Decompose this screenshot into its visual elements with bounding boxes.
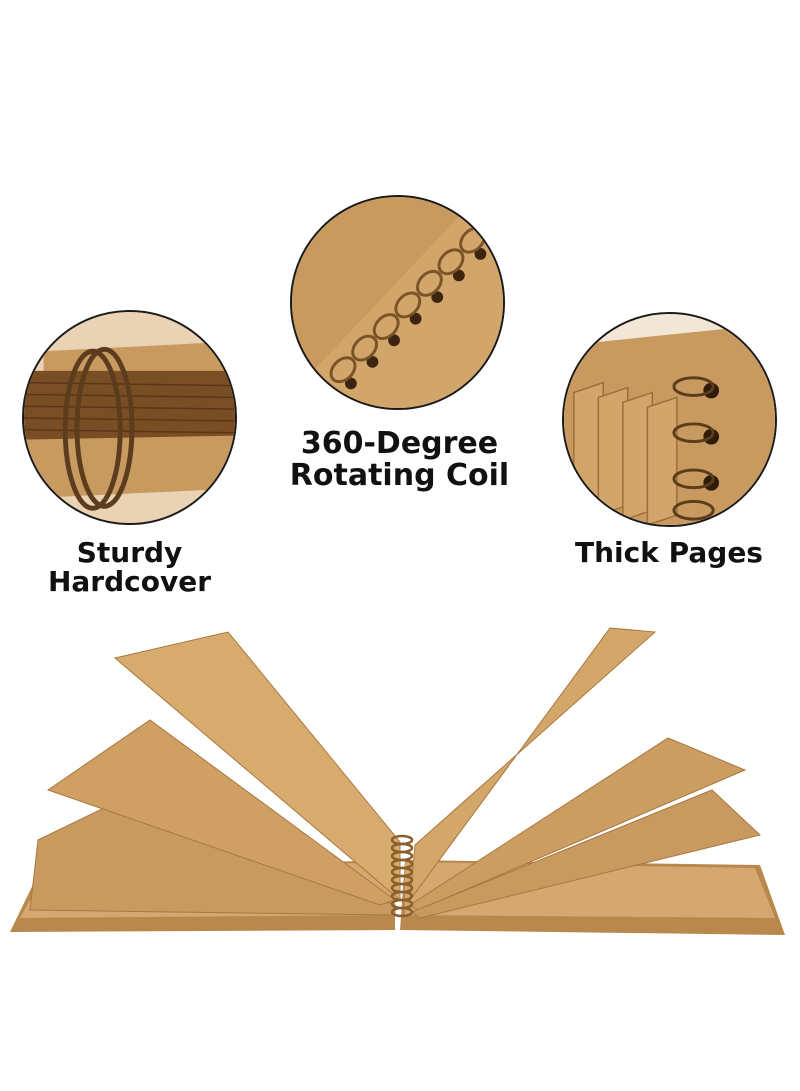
- right-page-2: [409, 737, 747, 911]
- left-page-3: [113, 631, 401, 902]
- hardcover-caption: Sturdy Hardcover: [22, 538, 237, 597]
- right-page-1: [409, 627, 657, 902]
- hardcover-book-icon: [24, 312, 235, 523]
- pages-caption-line-1: Thick Pages: [575, 536, 763, 569]
- hardcover-feature-circle: [22, 310, 237, 525]
- open-scrapbook-image: [10, 627, 785, 935]
- coil-caption-line-2: Rotating Coil: [289, 457, 510, 493]
- coil-caption-line-1: 360-Degree: [300, 426, 499, 461]
- pages-feature-circle: [562, 312, 777, 527]
- hardcover-caption-line-1: Sturdy: [76, 536, 183, 569]
- hardcover-caption-line-2: Hardcover: [47, 565, 212, 599]
- right-page-3: [410, 789, 762, 919]
- spine-coil: [390, 834, 414, 918]
- coil-caption: 360-Degree Rotating Coil: [272, 428, 527, 491]
- thick-pages-icon: [564, 314, 775, 525]
- spiral-coil-icon: [292, 197, 503, 408]
- pages-caption: Thick Pages: [555, 536, 783, 569]
- coil-feature-circle: [290, 195, 505, 410]
